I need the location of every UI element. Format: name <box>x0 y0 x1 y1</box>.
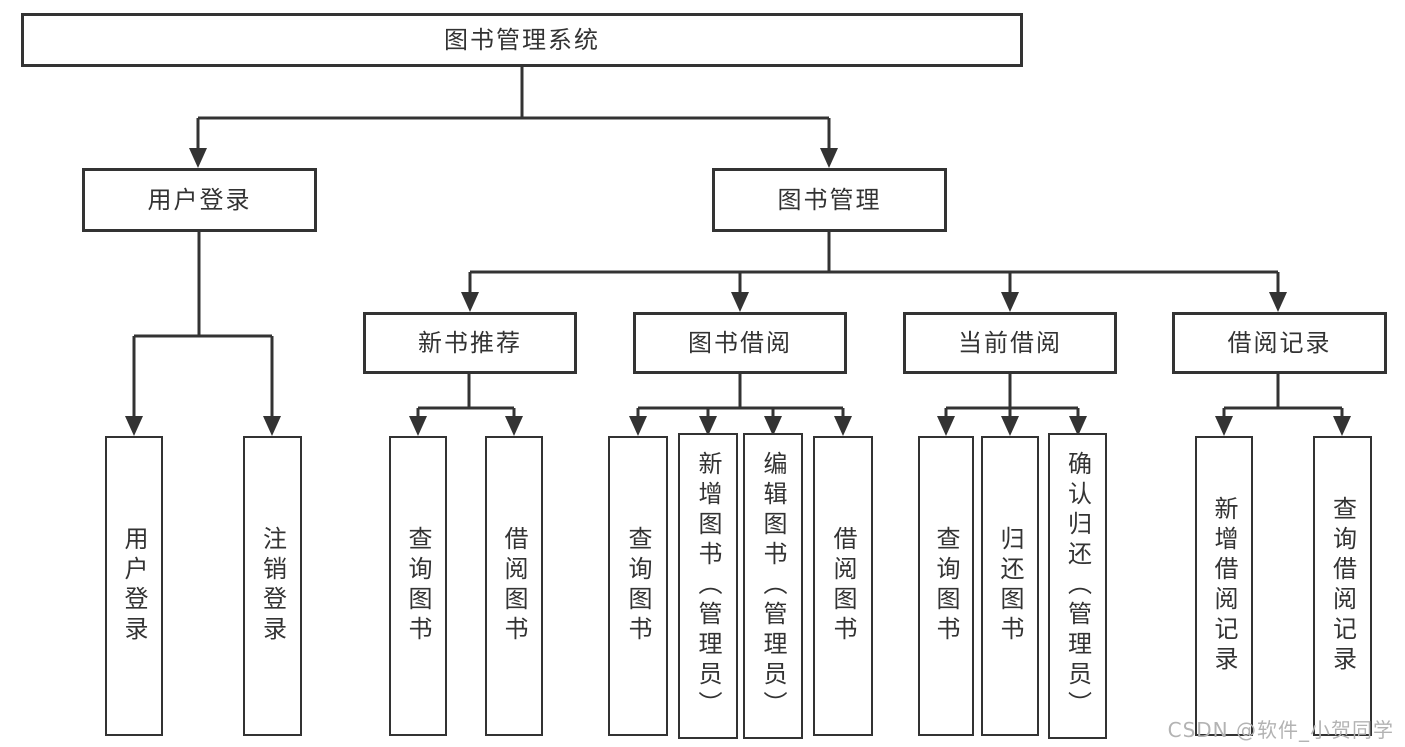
connector-borrow-record-branch <box>1222 374 1344 419</box>
node-label: 图书管理 <box>777 186 882 214</box>
node-label: 借阅记录 <box>1227 329 1332 357</box>
node-label: 借阅图书 <box>829 526 857 646</box>
node-return-book: 归还图书 <box>981 436 1039 736</box>
connector-user-login-branch <box>132 232 274 419</box>
node-borrowing-records: 借阅记录 <box>1172 312 1387 374</box>
node-label: 新增图书（管理员） <box>694 451 722 721</box>
node-borrow-books-borrowing: 借阅图书 <box>813 436 873 736</box>
connector-root-to-level1 <box>196 67 831 151</box>
node-query-books-borrowing: 查询图书 <box>608 436 668 736</box>
node-user-login: 用户登录 <box>82 168 317 232</box>
node-book-management: 图书管理 <box>712 168 947 232</box>
node-label: 查询图书 <box>624 526 652 646</box>
node-label: 图书管理系统 <box>444 26 600 54</box>
arrowheads <box>125 148 1351 436</box>
node-confirm-return-admin: 确认归还（管理员） <box>1048 433 1107 739</box>
node-label: 编辑图书（管理员） <box>759 451 787 721</box>
node-book-borrowing: 图书借阅 <box>633 312 847 374</box>
node-label: 新增借阅记录 <box>1210 496 1238 676</box>
connector-book-mgmt-branch <box>468 232 1280 295</box>
node-edit-book-admin: 编辑图书（管理员） <box>743 433 803 739</box>
node-borrow-books-recommend: 借阅图书 <box>485 436 543 736</box>
node-label: 当前借阅 <box>958 329 1062 357</box>
connector-book-borrow-branch <box>636 374 845 419</box>
node-label: 查询图书 <box>932 526 960 646</box>
node-library-management-system: 图书管理系统 <box>21 13 1023 67</box>
node-label: 用户登录 <box>147 186 252 214</box>
node-new-book-recommendation: 新书推荐 <box>363 312 577 374</box>
node-label: 注销登录 <box>258 526 287 646</box>
node-label: 确认归还（管理员） <box>1063 451 1092 721</box>
node-add-book-admin: 新增图书（管理员） <box>678 433 738 739</box>
node-query-borrow-record: 查询借阅记录 <box>1313 436 1372 736</box>
node-label: 用户登录 <box>120 526 148 646</box>
node-user-login-leaf: 用户登录 <box>105 436 163 736</box>
node-label: 归还图书 <box>996 526 1024 646</box>
node-query-books-recommend: 查询图书 <box>389 436 447 736</box>
node-label: 查询借阅记录 <box>1328 496 1357 676</box>
node-query-books-current: 查询图书 <box>918 436 974 736</box>
node-current-borrowing: 当前借阅 <box>903 312 1117 374</box>
node-logout-leaf: 注销登录 <box>243 436 302 736</box>
node-label: 借阅图书 <box>500 526 528 646</box>
node-label: 查询图书 <box>404 526 432 646</box>
node-add-borrow-record: 新增借阅记录 <box>1195 436 1253 736</box>
connector-new-book-branch <box>416 374 516 419</box>
node-label: 图书借阅 <box>688 329 792 357</box>
node-label: 新书推荐 <box>418 329 522 357</box>
csdn-watermark: CSDN @软件_小贺同学 <box>1167 718 1394 742</box>
connector-current-borrow-branch <box>944 374 1080 419</box>
